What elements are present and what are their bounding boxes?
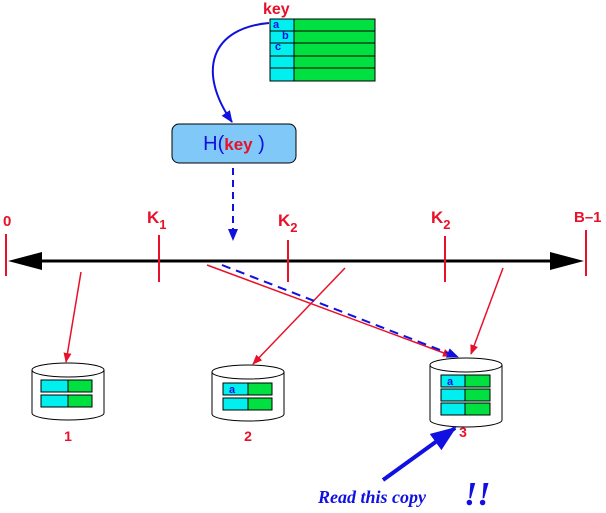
table-row-label-b: b	[282, 30, 289, 42]
disk-2: a	[211, 364, 285, 422]
hash-function-box: H(key )	[171, 123, 297, 164]
tick-label-k2-first: K2	[278, 211, 298, 235]
hash-axis	[5, 230, 587, 282]
axis-end-label: B–1	[574, 209, 602, 226]
segment1-to-disk1-arrow	[63, 271, 82, 363]
segment3-to-disk3-arrow	[470, 267, 504, 355]
hash-value-to-disk3-arrow	[221, 264, 459, 358]
tick-label-k1: K1	[147, 208, 167, 232]
disk-3-label: 3	[459, 424, 467, 440]
source-table: a b c	[269, 18, 376, 82]
read-this-copy-arrow	[381, 426, 457, 482]
table-row-label-a: a	[273, 19, 280, 31]
disk-1-label: 1	[64, 428, 72, 444]
hash-function-label: H(key )	[203, 133, 265, 155]
segment-to-disk3-arrow	[206, 264, 453, 357]
key-label: key	[263, 1, 290, 18]
tick-label-k2-second: K2	[431, 208, 451, 232]
table-row-label-c: c	[275, 41, 281, 53]
segment2-to-disk2-arrow	[252, 267, 346, 365]
axis-start-label: 0	[3, 213, 11, 230]
disk-1	[31, 362, 105, 421]
disk-2-row-label-a: a	[229, 384, 236, 396]
disk-2-label: 2	[244, 428, 252, 444]
key-to-hash-arrow	[211, 22, 270, 123]
disk-3-row-label-a: a	[447, 376, 454, 388]
read-this-copy-note: Read this copy	[317, 487, 427, 507]
disk-3: a	[429, 357, 503, 428]
exclamation-marks: !!	[464, 476, 490, 513]
